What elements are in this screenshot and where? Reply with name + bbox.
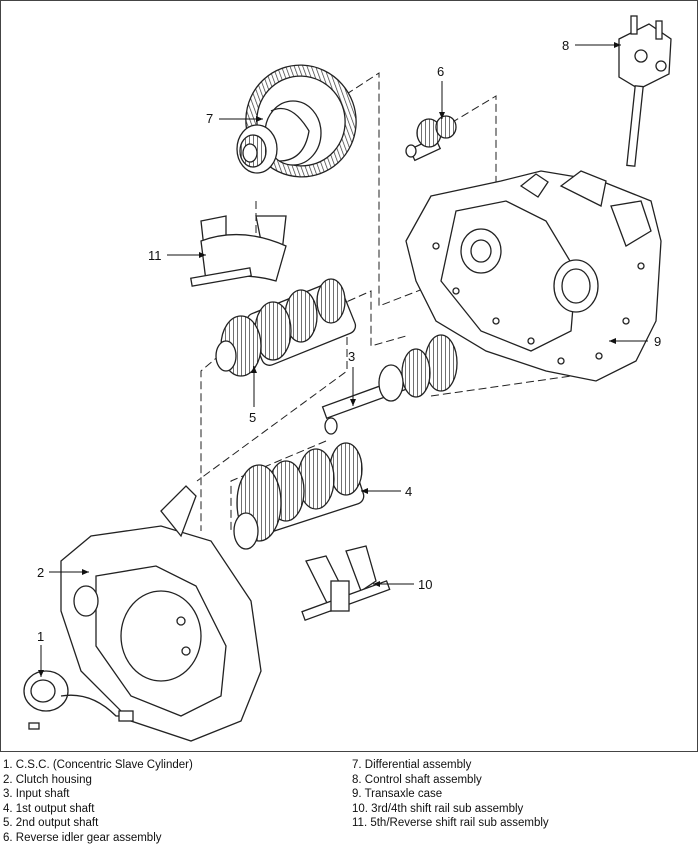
legend-item: 6. Reverse idler gear assembly bbox=[3, 831, 162, 844]
parts-legend-right: 7. Differential assembly 8. Control shaf… bbox=[352, 758, 549, 831]
reverse-idler-gear-assembly bbox=[405, 115, 457, 162]
callout-1: 1 bbox=[37, 629, 45, 644]
legend-item: 8. Control shaft assembly bbox=[352, 773, 482, 786]
callout-11: 11 bbox=[148, 248, 162, 263]
clutch-housing bbox=[60, 485, 262, 742]
callout-4: 4 bbox=[405, 484, 413, 499]
callout-3: 3 bbox=[348, 349, 356, 364]
legend-item: 11. 5th/Reverse shift rail sub assembly bbox=[352, 817, 549, 830]
legend-item: 2. Clutch housing bbox=[3, 773, 92, 786]
legend-item: 7. Differential assembly bbox=[352, 759, 472, 771]
callout-10: 10 bbox=[418, 577, 433, 592]
control-shaft-assembly bbox=[618, 15, 672, 167]
exploded-view-figure: 7 6 8 11 9 3 5 4 10 2 1 bbox=[0, 0, 698, 752]
2nd-output-shaft bbox=[215, 278, 357, 377]
callout-7: 7 bbox=[206, 111, 214, 126]
parts-legend-left: 1. C.S.C. (Concentric Slave Cylinder) 2.… bbox=[3, 758, 193, 846]
callout-8: 8 bbox=[562, 38, 570, 53]
legend-item: 5. 2nd output shaft bbox=[3, 817, 99, 830]
1st-output-shaft bbox=[233, 442, 365, 550]
legend-item: 10. 3rd/4th shift rail sub assembly bbox=[352, 802, 524, 815]
legend-item: 3. Input shaft bbox=[3, 788, 70, 801]
callout-2: 2 bbox=[37, 565, 45, 580]
5th-reverse-shift-rail bbox=[190, 215, 287, 287]
3rd-4th-shift-rail bbox=[301, 545, 391, 621]
legend-item: 1. C.S.C. (Concentric Slave Cylinder) bbox=[3, 759, 193, 771]
callout-5: 5 bbox=[249, 410, 257, 425]
legend-item: 9. Transaxle case bbox=[352, 788, 443, 801]
legend-item: 4. 1st output shaft bbox=[3, 802, 95, 815]
leader-lines bbox=[38, 42, 648, 677]
differential-assembly bbox=[236, 64, 357, 178]
exploded-view-drawing bbox=[23, 15, 672, 742]
callout-9: 9 bbox=[654, 334, 662, 349]
transaxle-case bbox=[405, 170, 662, 382]
callout-6: 6 bbox=[437, 64, 445, 79]
input-shaft bbox=[321, 334, 458, 435]
concentric-slave-cylinder bbox=[23, 670, 134, 730]
